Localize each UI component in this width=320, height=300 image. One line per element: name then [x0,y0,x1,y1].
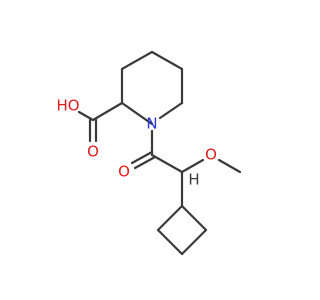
bond-methoxy-o-methyl [217,158,242,174]
ring-bond-c6-n [158,101,184,120]
amide-oxygen-label: O [118,163,130,181]
ring-bond-c4-c5 [150,50,184,71]
bond-c2-carboxyl-carbon [91,101,124,122]
bond-amide-carbon-alpha [150,153,184,174]
alpha-hydrogen-label: H [188,171,199,189]
cyclobutane-bond-3 [180,228,208,256]
structure-diagram: HO O N O O H [56,50,242,256]
ring-bond-c3-c4 [120,50,154,71]
bond-alpha-methoxy-o [180,158,205,174]
methoxy-oxygen-label: O [205,146,217,164]
hydroxyl-label: HO [56,97,79,115]
bond-amide-double-o-2 [133,155,157,170]
acid-carbonyl-oxygen-label: O [87,143,99,161]
cyclobutane-bond-2 [156,228,184,256]
bond-carboxyl-oh [77,110,95,122]
ring-bond-n-c2 [120,101,154,126]
cyclobutane-bond-1 [156,204,184,232]
ring-nitrogen-label: N [146,115,157,133]
cyclobutane-bond-4 [180,204,208,232]
bond-amide-double-o-1 [130,150,154,165]
molecule-drawing: HO O N O O H [56,50,242,256]
